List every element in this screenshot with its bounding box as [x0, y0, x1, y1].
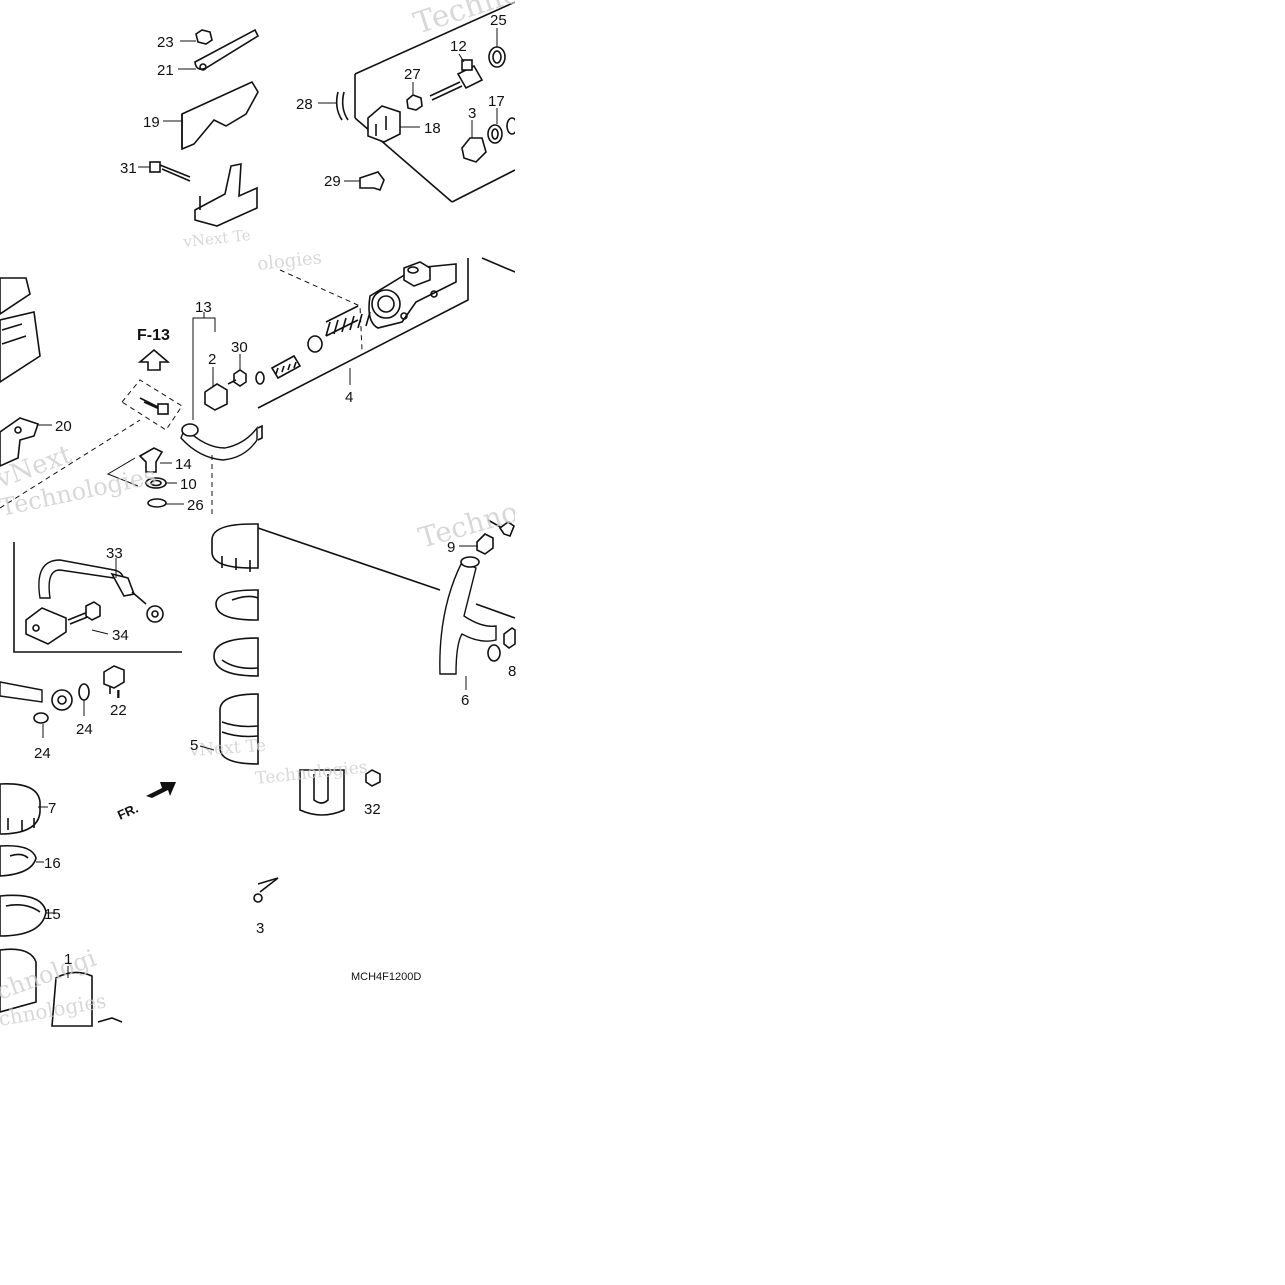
- callout-33: 33: [106, 545, 123, 562]
- callout-25: 25: [490, 12, 507, 29]
- watermark: vNext Te: [182, 226, 252, 251]
- bolt-part: [365, 769, 381, 787]
- elbow-part: [138, 447, 172, 473]
- callout-12: 12: [450, 38, 467, 55]
- callout-27: 27: [404, 66, 421, 83]
- pin-part: [344, 171, 385, 191]
- brake-hose-part: [0, 681, 73, 711]
- reference-label: F-13: [137, 327, 170, 344]
- callout-7: 7: [48, 800, 56, 817]
- callout-14: 14: [175, 456, 192, 473]
- front-direction: FR.: [115, 782, 176, 823]
- boot-part: [461, 120, 487, 163]
- cap-part: [0, 783, 41, 835]
- callout-15: 15: [44, 906, 61, 923]
- mount-bracket-part: [194, 163, 258, 227]
- diaphragm-part: [213, 637, 259, 677]
- bolt-part: [138, 161, 191, 182]
- tile-middle-left: F-13: [0, 277, 258, 522]
- callout-22: 22: [110, 702, 127, 719]
- pushrod-part: [429, 53, 484, 101]
- spring-part: [325, 305, 371, 337]
- bracket-part: [178, 28, 260, 71]
- watermark: ologies: [256, 247, 322, 275]
- clamp-part: [459, 519, 515, 555]
- tile-lower-middle: vNext Te Technologies FR.: [115, 523, 381, 903]
- tile-bottom-left: chnologi chnologies: [0, 783, 123, 1031]
- callout-21: 21: [157, 62, 174, 79]
- washer-part: [147, 498, 184, 508]
- callout-1: 1: [64, 951, 72, 968]
- front-arrow-icon: [146, 782, 176, 798]
- tile-top-left: vNext Te: [138, 28, 260, 251]
- plate-part: [0, 844, 37, 877]
- cover-part: [163, 80, 259, 151]
- callouts: 23 21 19 31 25 12 27 28 17 3 18 29 13 2 …: [34, 12, 516, 968]
- callout-10: 10: [180, 476, 197, 493]
- callout-8: 8: [508, 663, 516, 680]
- callout-19: 19: [143, 114, 160, 131]
- reservoir-part: [219, 693, 345, 816]
- callout-3: 3: [256, 920, 264, 937]
- callout-13: 13: [195, 299, 212, 316]
- clamp-part: [204, 367, 228, 411]
- reservoir-part: [0, 277, 41, 383]
- callout-29: 29: [324, 173, 341, 190]
- piston-part: [255, 335, 323, 385]
- callout-26: 26: [187, 497, 204, 514]
- callout-5: 5: [190, 737, 198, 754]
- nut-part: [406, 82, 423, 111]
- cap-part: [211, 523, 259, 572]
- washer-part: [487, 108, 518, 144]
- callout-24: 24: [34, 745, 51, 762]
- callout-2: 2: [208, 351, 216, 368]
- callout-28: 28: [296, 96, 313, 113]
- tile-lower-left: [0, 542, 182, 738]
- up-arrow-icon: [137, 348, 171, 371]
- callout-23: 23: [157, 34, 174, 51]
- front-label: FR.: [115, 801, 140, 823]
- brake-hose-part: [38, 558, 164, 623]
- callout-30: 30: [231, 339, 248, 356]
- callout-34: 34: [112, 627, 129, 644]
- callout-6: 6: [461, 692, 469, 709]
- callout-31: 31: [120, 160, 137, 177]
- diaphragm-part: [0, 894, 47, 937]
- washer-part: [145, 477, 177, 489]
- clevis-part: [367, 105, 420, 143]
- nut-part: [180, 29, 213, 45]
- bracket-part: [0, 417, 52, 467]
- washer-part: [488, 28, 506, 68]
- plate-part: [215, 589, 259, 621]
- callout-24: 24: [76, 721, 93, 738]
- tile-middle-middle: ologies: [255, 247, 469, 441]
- callout-20: 20: [55, 418, 72, 435]
- callout-18: 18: [424, 120, 441, 137]
- watermark: Techno: [410, 0, 524, 42]
- callout-32: 32: [364, 801, 381, 818]
- reservoir-hose-part: [439, 556, 501, 690]
- washer-part: [78, 683, 90, 716]
- reservoir-part: [0, 948, 123, 1027]
- tile-top-middle: Techno: [318, 0, 524, 203]
- callout-4: 4: [345, 389, 353, 406]
- blank-region: [515, 0, 1285, 520]
- clip-part: [318, 91, 349, 121]
- hose-part: [180, 423, 258, 461]
- washer-part: [33, 712, 49, 738]
- callout-3: 3: [468, 105, 476, 122]
- bolt-part: [227, 354, 247, 387]
- bolt-part: [67, 601, 109, 635]
- diagram-code: MCH4F1200D: [351, 971, 421, 983]
- master-cylinder-part: [368, 261, 457, 329]
- callout-17: 17: [488, 93, 505, 110]
- bolt-part: [103, 665, 125, 698]
- clamp-part: [503, 627, 516, 649]
- callout-16: 16: [44, 855, 61, 872]
- joint-block-part: [25, 607, 67, 645]
- callout-9: 9: [447, 539, 455, 556]
